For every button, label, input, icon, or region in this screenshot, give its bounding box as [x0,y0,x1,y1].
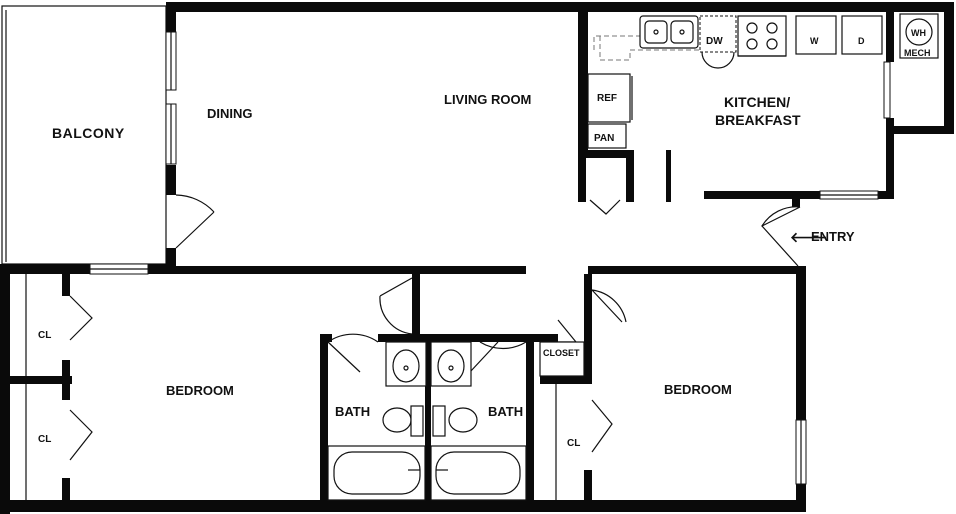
closet-abbr-right: CL [567,438,580,449]
stove-icon [737,15,787,57]
kitchen-label-line1: KITCHEN/ [724,94,790,110]
linen-closet [539,341,585,377]
closet-label: CLOSET [543,348,580,358]
closet-abbr-lower-left: CL [38,434,51,445]
balcony-label: BALCONY [52,125,125,141]
dryer-label: D [858,36,865,46]
refrigerator-label: REF [597,93,617,104]
sink-icon [639,15,699,49]
bath-right-label: BATH [488,404,523,419]
dishwasher [699,15,737,69]
pantry-label: PAN [594,133,614,144]
dryer [841,15,883,55]
mechanical-label: MECH [904,48,931,58]
closet-abbr-upper-left: CL [38,330,51,341]
doors [25,194,801,500]
bedroom-right-label: BEDROOM [664,382,732,397]
entry-label: ENTRY [811,229,855,244]
water-heater-label: WH [911,28,926,38]
refrigerator [587,73,633,123]
bedroom-left-label: BEDROOM [166,383,234,398]
washer-label: W [810,36,819,46]
dishwasher-label: DW [706,36,723,47]
living-room-label: LIVING ROOM [444,92,531,107]
bath-left-label: BATH [335,404,370,419]
water-heater-icon [899,13,939,59]
bath-fixtures [327,341,527,501]
entry-arrow-icon: 🡐 [790,229,828,245]
kitchen-label-line2: BREAKFAST [715,112,801,128]
dining-label: DINING [207,106,253,121]
pantry-box [587,123,627,149]
washer [795,15,837,55]
windows [89,31,891,485]
